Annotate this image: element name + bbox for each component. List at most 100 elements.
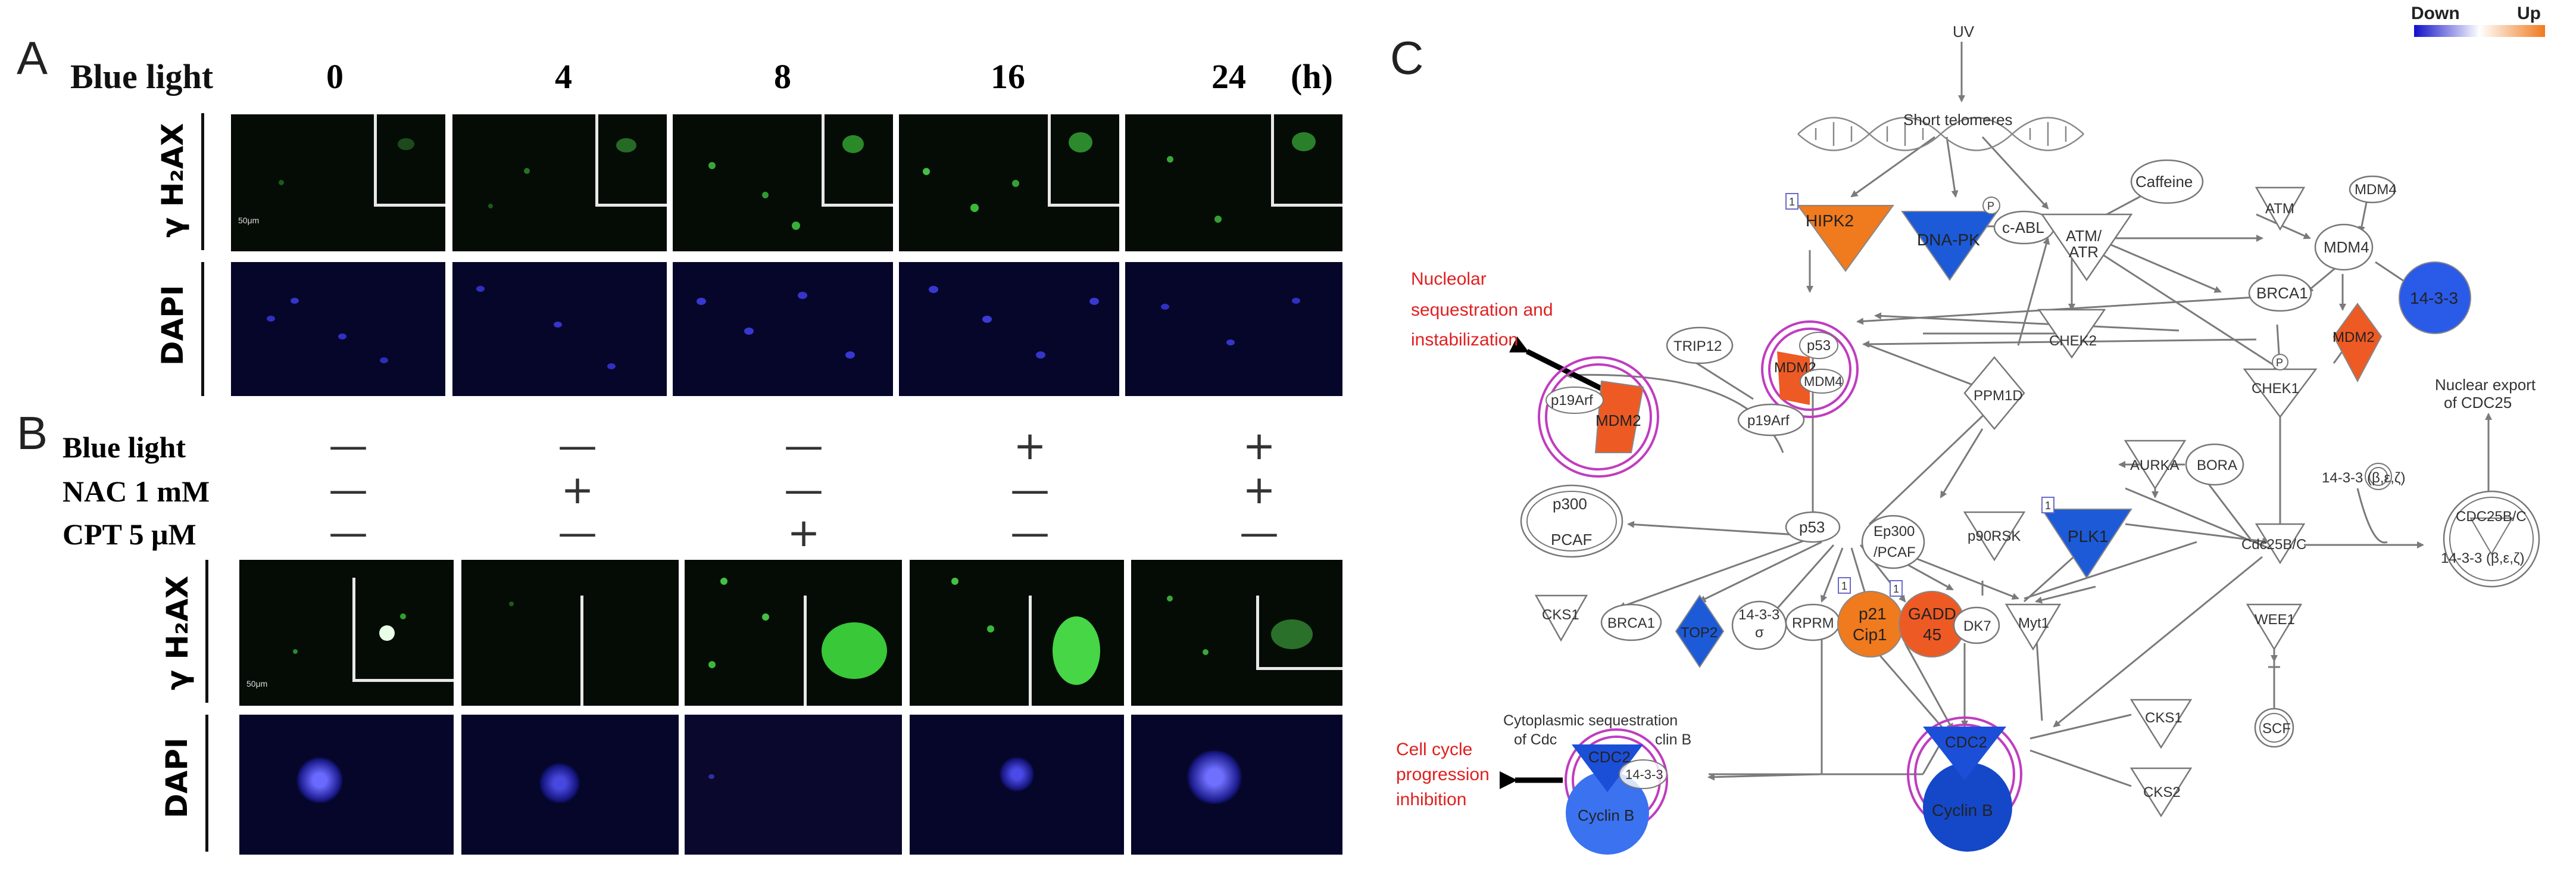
node-14-3-3-sigma-label: 14-3-3 (1738, 607, 1779, 623)
panel-c-letter: C (1390, 32, 1424, 84)
node-p19arf-complex-label: p19Arf (1551, 392, 1593, 409)
node-mdm2-left-label: MDM2 (1595, 412, 1641, 429)
inset-box (1029, 596, 1124, 706)
node-14-3-3-bez-complex-label: 14-3-3 (β,ε,ζ) (2441, 550, 2524, 566)
legend-down: Down (2411, 4, 2460, 23)
node-c-abl-label: c-ABL (2002, 219, 2044, 236)
sym-nac-2: + (561, 467, 594, 513)
inset-box (1271, 114, 1342, 207)
node-mdm4-top-label: MDM4 (2355, 182, 2397, 198)
sym-nac-3: — (784, 467, 823, 513)
annotation-cytoplasmic-3: clin B (1655, 731, 1691, 748)
row-bar-a-dapi (201, 262, 204, 396)
annotation-cell-cycle-2: progression (1396, 765, 1490, 784)
node-p19arf (1737, 403, 1805, 437)
node-cdc25bc-complex-label: CDC25B/C (2456, 509, 2527, 525)
node-mdm4-mid (2314, 223, 2374, 271)
dna-helix-icon (1797, 117, 2084, 151)
inset-box (822, 114, 893, 207)
node-gadd-label: GADD (1908, 604, 1956, 623)
sym-bl-4: + (1013, 423, 1047, 469)
node-14-3-3-bez-label: 14-3-3 (β,ε,ζ) (2322, 470, 2405, 486)
node-trip12 (1666, 326, 1734, 364)
row-bar-a-h2ax (201, 113, 204, 250)
micrograph-a-h2ax-0h: 50μm (231, 114, 445, 251)
node-45-label: 45 (1923, 625, 1941, 644)
node-cdc2-left (1572, 744, 1643, 792)
micrograph-b-h2ax-5 (1131, 560, 1342, 706)
badge-p21-label: 1 (1841, 580, 1847, 592)
node-atm (2255, 186, 2306, 231)
inset-box (580, 596, 679, 706)
node-ppm1d-label: PPM1D (1974, 388, 2023, 404)
sym-cpt-2: — (558, 510, 597, 556)
node-top2-label: TOP2 (1681, 625, 1718, 641)
node-rprm-label: RPRM (1792, 615, 1834, 631)
row-bar-b-dapi (205, 715, 208, 852)
inset-box (595, 114, 667, 207)
sym-nac-5: + (1242, 467, 1276, 513)
node-p53-label: p53 (1799, 518, 1825, 536)
node-atm-label: ATM (2265, 201, 2294, 217)
node-cyclinb-right-label: Cyclin B (1932, 801, 1993, 819)
node-cdc2-right-label: CDC2 (1945, 733, 1987, 751)
node-uv: UV (1953, 23, 1975, 40)
condition-label-blue-light: Blue light (63, 431, 186, 464)
badge-gadd45 (1890, 580, 1903, 597)
micrograph-a-dapi-0h (231, 262, 445, 396)
node-cks2-label: CKS2 (2143, 784, 2181, 800)
nucleolar-arrow (1509, 336, 1606, 393)
annotation-nucleolar-1: Nucleolar (1411, 269, 1487, 289)
node-aurka (2124, 440, 2187, 490)
annotation-nucleolar-3: instabilization (1411, 330, 1518, 350)
node-mdm4-mid-label: MDM4 (2324, 238, 2369, 256)
edges (1565, 42, 2492, 787)
node-wee1 (2246, 603, 2303, 651)
node-atm-atr-label1: ATM/ (2066, 227, 2102, 245)
micrograph-a-h2ax-8h (673, 114, 893, 251)
node-mdm4-top (2349, 175, 2396, 204)
annotation-cell-cycle-3: inhibition (1396, 790, 1466, 809)
micrograph-b-dapi-5 (1131, 715, 1342, 855)
node-brca1-bottom-label: BRCA1 (1607, 615, 1655, 631)
badge-p21 (1838, 577, 1851, 594)
condition-label-nac: NAC 1 mM (63, 475, 210, 508)
node-cdc2-left-label: CDC2 (1588, 748, 1631, 766)
micrograph-a-dapi-8h (673, 262, 893, 396)
micrograph-a-h2ax-24h (1125, 114, 1342, 251)
panel-a-letter: A (17, 32, 48, 84)
complex-cdc25-14-3-3 (2443, 490, 2540, 588)
node-trip12-label: TRIP12 (1673, 338, 1722, 354)
node-chek2 (2037, 308, 2106, 359)
node-cks1-right (2130, 699, 2193, 749)
micrograph-a-h2ax-4h (452, 114, 667, 251)
node-cks1-left-label: CKS1 (1542, 607, 1579, 623)
node-hipk2-label: HIPK2 (1806, 211, 1854, 230)
node-cyclinb-right (1923, 762, 2012, 852)
sym-bl-3: — (784, 423, 823, 469)
node-cdc25bc-label: Cdc25B/C (2241, 537, 2306, 553)
node-cdc25bc (2255, 523, 2306, 565)
node-pcaf2-label: /PCAF (1874, 544, 1916, 560)
node-cyclinb-left-label: Cyclin B (1578, 806, 1634, 824)
node-short-telomeres: Short telomeres (1903, 111, 2013, 129)
sym-bl-2: — (558, 423, 597, 469)
node-14-3-3-small-label: 14-3-3 (1625, 767, 1663, 782)
node-brca1-bottom (1600, 603, 1662, 641)
phospho-badge-chek1 (2272, 354, 2288, 370)
node-myt1 (2004, 603, 2062, 651)
node-bora-label: BORA (2197, 457, 2237, 473)
node-brca1-right (2248, 274, 2312, 312)
node-cyclinb-left (1566, 771, 1649, 855)
node-ep300-pcaf (1861, 515, 1925, 569)
scale-bar-a: 50μm (238, 216, 260, 225)
time-16: 16 (991, 57, 1025, 96)
phospho-badge-chek1-label: P (2276, 357, 2283, 369)
time-0: 0 (326, 57, 344, 96)
blue-light-header: Blue light (70, 57, 214, 96)
node-brca1-right-label: BRCA1 (2256, 284, 2308, 302)
micrograph-b-dapi-4 (910, 715, 1124, 855)
legend-up: Up (2517, 4, 2541, 23)
micrograph-a-h2ax-16h (899, 114, 1119, 251)
